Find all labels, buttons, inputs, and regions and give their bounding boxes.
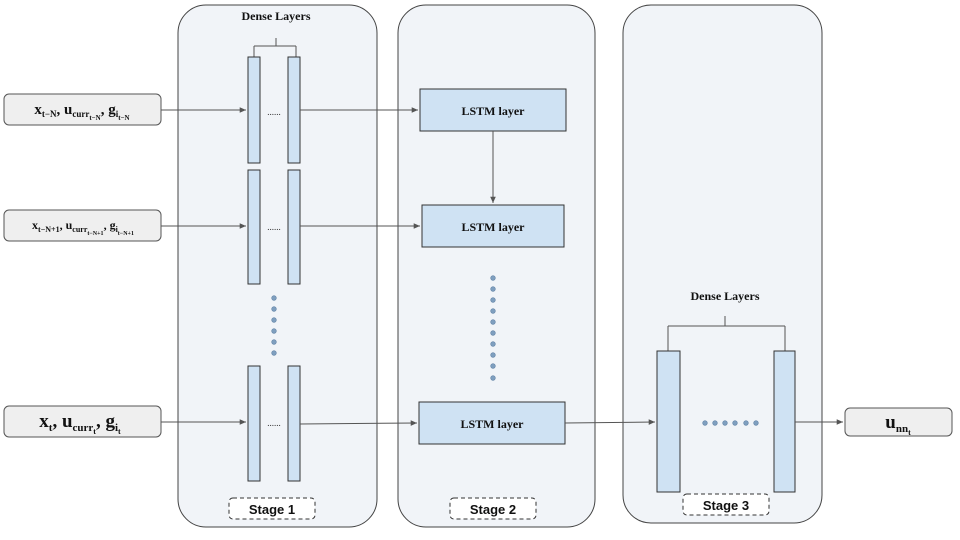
vertical-ellipsis-dots (271, 295, 277, 356)
input-label-1: xt−N, ucurrt−N, git−N (34, 102, 129, 122)
dense-bar-left (656, 350, 681, 493)
dense-bar-right (287, 365, 301, 482)
dense-bar-right (773, 350, 796, 493)
arrow-dense-to-lstm-3 (299, 420, 418, 426)
lstm-label: LSTM layer (462, 104, 526, 118)
dense-bar-right (287, 169, 301, 285)
dense-bar-left (247, 169, 261, 285)
horizontal-ellipsis-dots (702, 420, 759, 426)
stage-1-panel (177, 4, 378, 528)
output-box (844, 407, 953, 437)
stage-1-title: Dense Layers (242, 9, 311, 23)
lstm-label: LSTM layer (461, 417, 525, 431)
stage-2-label: Stage 2 (470, 502, 516, 517)
input-label-2: xt−N+1, ucurrt−N+1, git−N+1 (32, 218, 134, 237)
stage-3-title: Dense Layers (691, 289, 760, 303)
dense-bar-right (287, 56, 301, 164)
stage-3-label: Stage 3 (703, 498, 749, 513)
stage-3-label-box (682, 493, 770, 516)
vertical-ellipsis-dots (490, 275, 496, 381)
arrow-lstm-to-dense-stage-3 (564, 419, 656, 425)
stage-1-label: Stage 1 (249, 502, 295, 517)
stage-2-panel (397, 4, 596, 528)
ellipsis: ...... (267, 107, 281, 117)
ellipsis: ...... (267, 418, 281, 428)
input-label-3: xt, ucurrt, git (39, 411, 121, 436)
lstm-label: LSTM layer (462, 220, 526, 234)
stage-1-label-box (228, 497, 316, 520)
dense-bar-left (247, 365, 261, 482)
stage-1-title-bracket (253, 38, 297, 57)
dense-bar-left (247, 56, 261, 164)
stage-3-title-bracket (667, 316, 786, 351)
lstm-box-3 (418, 401, 566, 445)
output-label: unnt (885, 412, 911, 437)
lstm-box-2 (421, 204, 565, 248)
stage-2-label-box (449, 497, 537, 520)
ellipsis: ...... (267, 222, 281, 232)
